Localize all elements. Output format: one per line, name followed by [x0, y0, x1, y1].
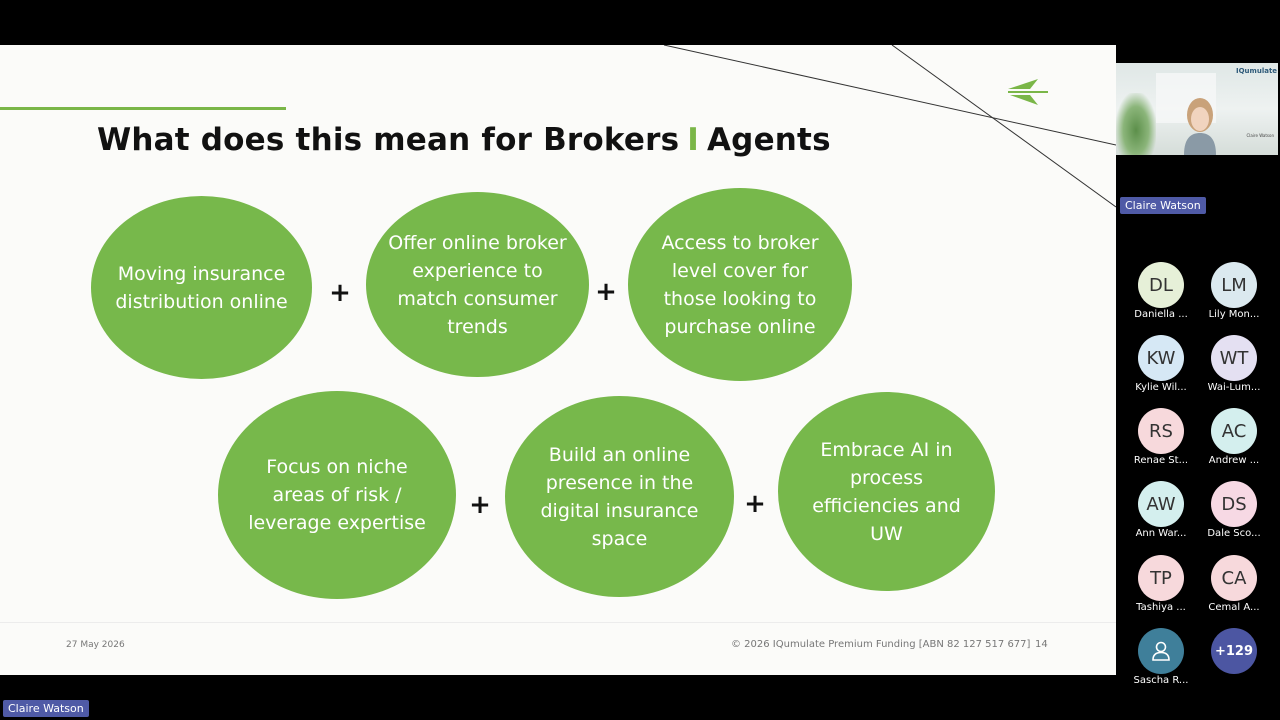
bubble-top-3: Access to broker level cover for those l…	[628, 188, 852, 381]
avatar: RS	[1138, 408, 1184, 454]
participant-name: Wai-Lum...	[1207, 382, 1261, 393]
background-plant	[1116, 93, 1156, 155]
plus-sign: +	[329, 278, 351, 308]
participant-tile[interactable]: LM Lily Mon...	[1197, 262, 1271, 320]
avatar: DL	[1138, 262, 1184, 308]
plus-sign: +	[595, 277, 617, 307]
avatar: LM	[1211, 262, 1257, 308]
avatar	[1138, 628, 1184, 674]
avatar: AC	[1211, 408, 1257, 454]
bubble-top-2: Offer online broker experience to match …	[366, 192, 589, 377]
bubble-bottom-2: Build an online presence in the digital …	[505, 396, 734, 597]
participant-name: Cemal A...	[1208, 602, 1260, 613]
bubble-top-1: Moving insurance distribution online	[91, 196, 312, 379]
avatar: CA	[1211, 555, 1257, 601]
plus-sign: +	[469, 490, 491, 520]
participant-tile[interactable]: DL Daniella ...	[1124, 262, 1198, 320]
participant-tile[interactable]: AW Ann War...	[1124, 481, 1198, 539]
presenter-name-tag: Claire Watson	[3, 700, 89, 717]
video-caption: Claire Watson	[1246, 133, 1274, 138]
participant-tile[interactable]: DS Dale Sco...	[1197, 481, 1271, 539]
participant-name: Daniella ...	[1134, 309, 1188, 320]
participant-tile[interactable]: TP Tashiya ...	[1124, 555, 1198, 613]
page-number: 14	[1035, 639, 1048, 650]
participant-name: Kylie Wil...	[1135, 382, 1187, 393]
footer-copyright: © 2026 IQumulate Premium Funding [ABN 82…	[731, 639, 1031, 650]
participant-tile[interactable]: Sascha R...	[1124, 628, 1198, 686]
brand-logo-icon	[1008, 79, 1048, 105]
more-participants[interactable]: +129	[1197, 628, 1271, 674]
footer-divider	[0, 622, 1116, 623]
participant-name: Ann War...	[1135, 528, 1187, 539]
title-left: What does this mean for Brokers	[97, 122, 680, 158]
participant-name: Tashiya ...	[1136, 602, 1186, 613]
title-right: Agents	[706, 122, 831, 158]
bubble-bottom-1: Focus on niche areas of risk / leverage …	[218, 391, 456, 599]
more-participants-count: +129	[1211, 628, 1257, 674]
person-icon	[1152, 641, 1170, 661]
footer-date: 27 May 2026	[66, 640, 125, 650]
video-brand-text: IQumulate	[1236, 67, 1278, 75]
participant-name: Andrew ...	[1208, 455, 1260, 466]
participant-name: Sascha R...	[1133, 675, 1189, 686]
participant-name: Renae St...	[1133, 455, 1189, 466]
speaker-avatar	[1184, 98, 1216, 155]
participant-tile[interactable]: WT Wai-Lum...	[1197, 335, 1271, 393]
speaker-video-tile[interactable]: IQumulate Claire Watson	[1116, 63, 1278, 155]
avatar: DS	[1211, 481, 1257, 527]
participant-name: Lily Mon...	[1208, 309, 1260, 320]
decorative-lines	[663, 45, 1116, 208]
avatar: TP	[1138, 555, 1184, 601]
participant-name: Dale Sco...	[1207, 528, 1261, 539]
participant-tile[interactable]: CA Cemal A...	[1197, 555, 1271, 613]
avatar: KW	[1138, 335, 1184, 381]
participant-tile[interactable]: RS Renae St...	[1124, 408, 1198, 466]
avatar: AW	[1138, 481, 1184, 527]
avatar: WT	[1211, 335, 1257, 381]
bubble-bottom-3: Embrace AI in process efficiencies and U…	[778, 392, 995, 591]
participant-tile[interactable]: KW Kylie Wil...	[1124, 335, 1198, 393]
plus-sign: +	[744, 489, 766, 519]
title-separator: I	[687, 122, 699, 158]
participant-tile[interactable]: AC Andrew ...	[1197, 408, 1271, 466]
accent-rule	[0, 107, 286, 110]
speaker-name-tag: Claire Watson	[1120, 197, 1206, 214]
